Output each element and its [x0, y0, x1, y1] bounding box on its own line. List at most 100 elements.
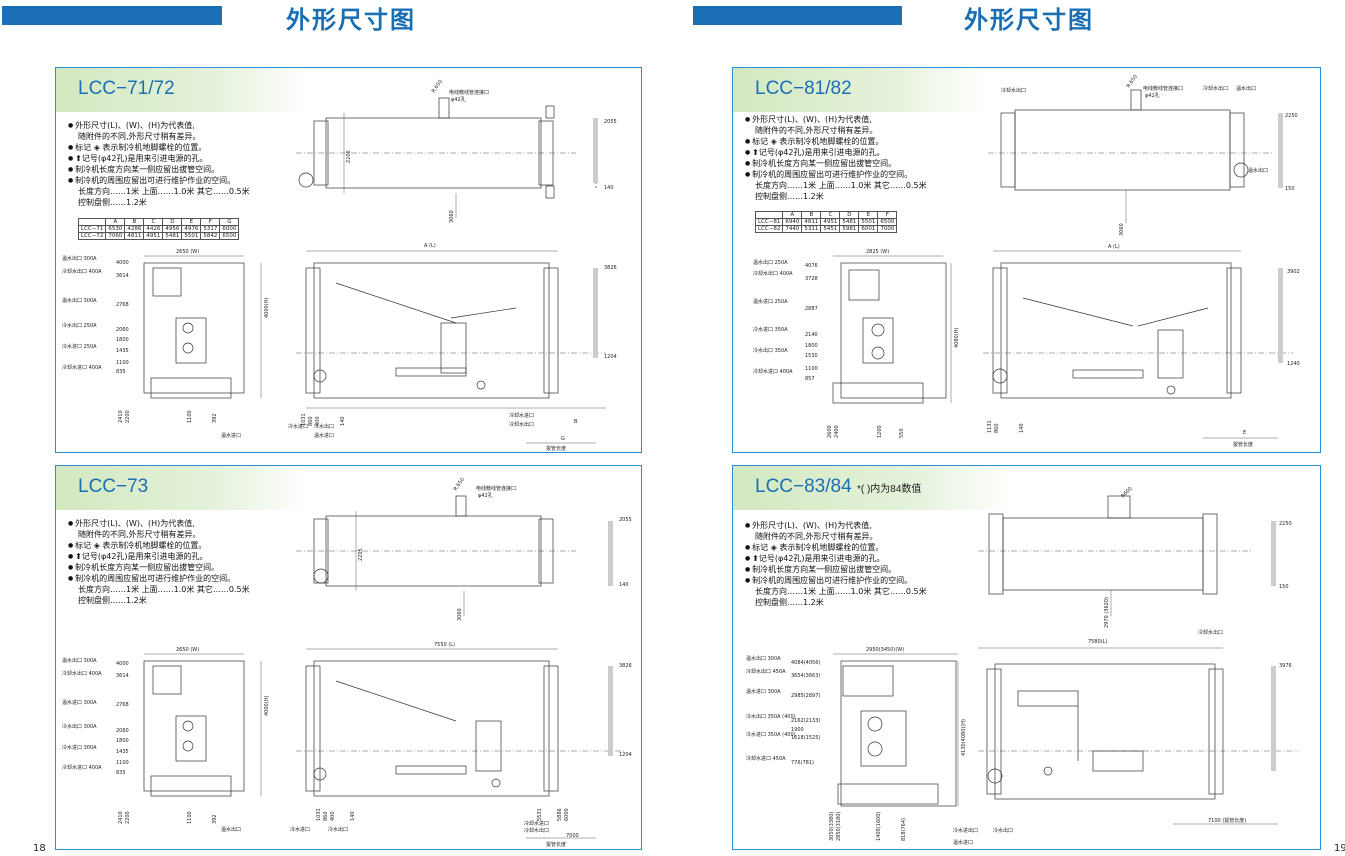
dim-text: 2206 — [346, 150, 352, 163]
label-text: 冷却水出口 — [1001, 87, 1026, 94]
dim-text: 3902 — [1287, 269, 1300, 275]
label-text: 冷水进口 — [288, 423, 308, 430]
dim-text: 140 — [340, 416, 346, 426]
dim-text: B — [574, 419, 578, 425]
dim-text: 1800 — [805, 343, 818, 349]
pipe-end — [987, 768, 1003, 784]
dim-text: R600 — [1120, 486, 1133, 499]
pipe-end — [1166, 385, 1176, 395]
hatch-strip — [593, 268, 598, 358]
label-text: 拔管长度 — [546, 445, 566, 452]
dim-text: E — [1243, 430, 1246, 436]
front-panel — [152, 665, 182, 695]
nozzle — [182, 740, 194, 752]
dim-text: 2950(3450)(W) — [866, 647, 904, 653]
inlet-label: 温水出口 300A — [62, 255, 97, 262]
notes-block: 外形尺寸(L)、(W)、(H)为代表值, 随附件的不同,外形尺寸稍有差异。 标记… — [745, 114, 926, 202]
dim-text: 7000 — [566, 833, 579, 839]
dim-text: 2410 — [118, 410, 124, 423]
label-text: 冷水进口 — [290, 826, 310, 833]
component — [395, 765, 467, 775]
dim-text: 1435 — [116, 749, 129, 755]
page-number-left: 18 — [33, 843, 46, 854]
note-line: 随附件的不同,外形尺寸稍有差异。 — [78, 132, 201, 141]
note-line: 制冷机长度方向某一侧应留出拔管空间。 — [68, 562, 250, 573]
component — [475, 720, 502, 772]
inlet-label: 冷水出口 350A (400) — [746, 713, 796, 720]
dim-text: 1900 — [791, 727, 804, 733]
note-line: 外形尺寸(L)、(W)、(H)为代表值, — [745, 520, 927, 531]
inlet-label: 冷却水进口 400A — [753, 368, 793, 375]
dim-text: 2205 — [358, 548, 364, 561]
drawing-lcc-83-84: R600 2250 150 2970 (3620) 2950(3450)(W) … — [746, 486, 1298, 846]
panel-title-band — [56, 466, 306, 510]
panel-lcc-71-72: LCC−71/72 外形尺寸(L)、(W)、(H)为代表值, 随附件的不同,外形… — [55, 67, 642, 453]
dim-text: 2825 (W) — [866, 249, 889, 255]
inlet-label: 温水出口 300A — [62, 297, 97, 304]
water-box-left — [988, 513, 1004, 595]
dim-text: 140 — [604, 185, 614, 191]
front-panel — [842, 665, 894, 697]
top-view: 电线敷线管连接口 φ42孔 R.650 2055 140 2206 3060 — [296, 79, 617, 223]
side-view: 7580(L) 冷却水出口 3976 冷水进出口 冷水出口 温水进口 7100 … — [953, 629, 1298, 846]
panel-lcc-81-82: LCC−81/82 外形尺寸(L)、(W)、(H)为代表值, 随附件的不同,外形… — [732, 67, 1321, 453]
note-line: 随附件的不同,外形尺寸稍有差异。 — [755, 532, 878, 541]
front-panel — [860, 710, 907, 767]
pipe — [450, 307, 517, 319]
note-line: 标记 ◈ 表示制冷机地脚螺栓的位置。 — [745, 542, 927, 553]
dim-text: 818(764) — [901, 818, 907, 841]
front-panel — [175, 715, 207, 762]
component — [1092, 750, 1144, 772]
pipe — [1022, 297, 1134, 327]
component — [1072, 369, 1144, 379]
dim-text: 857 — [805, 376, 815, 382]
dim-text: 3050(3380) — [829, 812, 835, 841]
dim-text: 1800 — [116, 337, 129, 343]
dim-text: R.650 — [431, 79, 444, 94]
dim-text: 150 — [1285, 186, 1295, 192]
inlet-label: 冷却水进口 400A — [62, 764, 102, 771]
panel-lcc-73: LCC−73 外形尺寸(L)、(W)、(H)为代表值, 随附件的不同,外形尺寸稍… — [55, 465, 642, 850]
label-text: 温水出口 — [221, 826, 241, 833]
hatch-strip — [608, 666, 613, 756]
dim-text: 2768 — [116, 302, 129, 308]
note-line: 外形尺寸(L)、(W)、(H)为代表值, — [68, 120, 250, 131]
front-panel — [848, 269, 880, 301]
dim-text: 2768 — [116, 702, 129, 708]
front-view: 2650 (W) 4000(H) 温水出口 300A 冷却水出口 400A 温水… — [62, 647, 270, 833]
dim-text: 4084(4056) — [791, 660, 820, 666]
note-line: 控制盘侧……1.2米 — [78, 596, 147, 605]
label-text: 温水进口 — [314, 432, 334, 439]
dim-text: 2055 — [619, 517, 632, 523]
pipe-end — [313, 568, 329, 584]
note-line: 制冷机的周围应留出可进行维护作业的空间。 — [745, 575, 927, 586]
note-line: 控制盘侧……1.2米 — [755, 192, 824, 201]
top-view: 电线敷线管连接口 φ42孔 R.650 2055 140 2205 3060 — [296, 477, 632, 621]
hatch-strip — [1271, 666, 1276, 771]
dim-text: R.650 — [453, 477, 466, 492]
dim-text: 1100 — [187, 811, 193, 824]
water-box-left — [305, 665, 321, 792]
panel-title: LCC−81/82 — [755, 78, 852, 99]
note-line: ⬆记号(φ42孔)是用来引进电源的孔。 — [745, 553, 927, 564]
dim-text: 140 — [350, 811, 356, 821]
dim-text: 776(781) — [791, 760, 814, 766]
dim-text: 1618(1525) — [791, 735, 820, 741]
panel-title: LCC−71/72 — [78, 78, 175, 99]
dim-text: 2060 — [116, 728, 129, 734]
dim-text: 860 — [308, 416, 314, 426]
panel-title-band — [733, 466, 1013, 510]
inlet-label: 冷却水出口 400A — [62, 670, 102, 677]
note-line: 外形尺寸(L)、(W)、(H)为代表值, — [68, 518, 250, 529]
page-number-right: 19 — [1334, 843, 1345, 854]
label-text: 温水出口 — [1248, 167, 1268, 174]
dim-text: A (L) — [424, 243, 436, 249]
dim-text: 1200 — [877, 425, 883, 438]
table-cell: LCC−82 — [754, 225, 784, 233]
dim-text: R.650 — [1126, 74, 1139, 89]
dim-text: 2887 — [805, 306, 818, 312]
pipe-end — [1233, 162, 1249, 178]
water-box-left — [992, 267, 1008, 394]
table-cell: 6500 — [219, 232, 240, 240]
label-text: 电线敷线管连接口 — [449, 89, 489, 96]
